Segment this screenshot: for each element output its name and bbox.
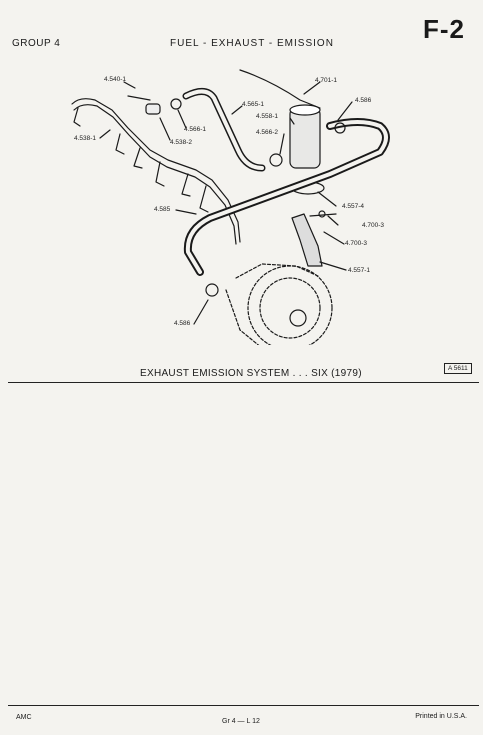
caption-rule xyxy=(8,382,479,383)
manifold-branch-5 xyxy=(181,173,191,197)
bolt-4700 xyxy=(309,213,337,217)
check-valve-clamp xyxy=(170,98,182,110)
part-label: 4.565-1 xyxy=(242,101,264,108)
manifold-branch-4 xyxy=(155,161,165,187)
manifold-branch-1 xyxy=(73,107,81,127)
bracket-4557 xyxy=(291,213,323,267)
vacuum-line xyxy=(239,69,321,109)
manifold-branch-6 xyxy=(199,185,209,213)
section-title: FUEL - EXHAUST - EMISSION xyxy=(170,38,334,49)
hose-clamp-4586-lower xyxy=(205,283,219,297)
exhaust-emission-diagram: 4.540-1 4.538-1 4.538-2 4.566-1 4.565-1 … xyxy=(71,69,390,345)
manifold-branch-2 xyxy=(115,133,125,155)
hose-clamp-4586 xyxy=(334,122,346,134)
part-label: 4.701-1 xyxy=(315,77,337,84)
bolt-4540 xyxy=(127,95,151,101)
part-label: 4.586 xyxy=(355,97,372,104)
part-label: 4.538-2 xyxy=(170,139,192,146)
washer-4700 xyxy=(318,210,326,218)
part-label: 4.557-1 xyxy=(348,267,370,274)
footer-rule xyxy=(8,705,479,706)
air-pump-hub xyxy=(289,309,307,327)
page-code: F-2 xyxy=(423,14,465,44)
footer-page-ref: Gr 4 — L 12 xyxy=(222,718,260,725)
check-valve xyxy=(145,103,161,115)
part-label: 4.566-2 xyxy=(256,129,278,136)
figure-caption: EXHAUST EMISSION SYSTEM . . . SIX (1979) xyxy=(140,368,362,379)
figure-id: A 5611 xyxy=(444,363,472,374)
group-label: GROUP 4 xyxy=(12,38,61,49)
footer-publisher: AMC xyxy=(16,714,32,721)
part-label: 4.586 xyxy=(174,320,191,327)
manifold-branch-3 xyxy=(133,147,143,169)
footer-printed: Printed in U.S.A. xyxy=(415,713,467,720)
air-pump-body xyxy=(235,263,319,279)
part-label: 4.585 xyxy=(154,206,171,213)
air-manifold-tube xyxy=(71,98,241,243)
part-label: 4.558-1 xyxy=(256,113,278,120)
part-label: 4.538-1 xyxy=(74,135,96,142)
part-label: 4.700-3 xyxy=(345,240,367,247)
part-label: 4.566-1 xyxy=(184,126,206,133)
part-label: 4.557-4 xyxy=(342,203,364,210)
part-label: 4.700-3 xyxy=(362,222,384,229)
part-label: 4.540-1 xyxy=(104,76,126,83)
diverter-valve xyxy=(289,107,321,169)
hose-clamp-4566-2 xyxy=(269,153,283,167)
